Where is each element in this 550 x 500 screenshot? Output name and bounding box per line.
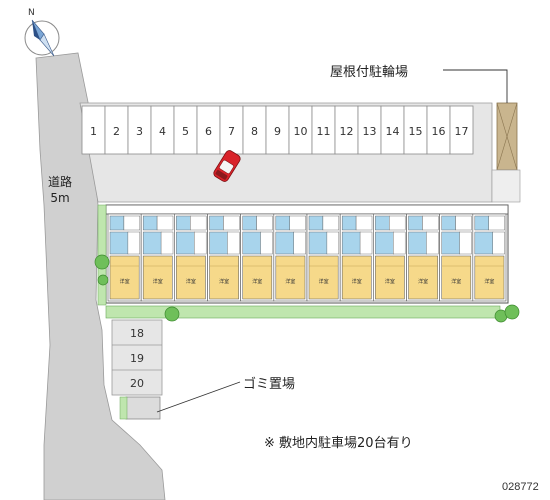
parking-slot-number: 10 <box>294 125 308 138</box>
room-label: 洋室 <box>186 278 196 285</box>
parking-slot-number: 11 <box>317 125 331 138</box>
parking-slot-number: 12 <box>340 125 354 138</box>
room-label: 洋室 <box>418 278 428 285</box>
parking-slot-number: 20 <box>130 377 144 390</box>
parking-slot-number: 18 <box>130 327 144 340</box>
compass-north-label: N <box>28 8 35 18</box>
parking-slot-number: 17 <box>455 125 469 138</box>
room-label: 洋室 <box>285 278 295 285</box>
parking-slot-number: 3 <box>136 125 143 138</box>
road-width: 5m <box>50 191 70 205</box>
parking-slot-number: 4 <box>159 125 166 138</box>
apartment-unit: 洋室 <box>273 213 308 302</box>
room-label: 洋室 <box>451 278 461 285</box>
apartment-unit: 洋室 <box>306 213 341 302</box>
apartment-unit: 洋室 <box>174 213 208 302</box>
parking-slot-number: 13 <box>363 125 377 138</box>
parking-slot-number: 15 <box>409 125 423 138</box>
bike-shelter-fence <box>491 169 521 203</box>
parking-slot-number: 9 <box>274 125 281 138</box>
parking-slot <box>449 105 474 155</box>
room-label: 洋室 <box>252 278 262 285</box>
room-label: 洋室 <box>153 278 163 285</box>
apartment-unit: 洋室 <box>406 213 440 302</box>
parking-slot-number: 5 <box>182 125 189 138</box>
compass-icon <box>24 19 60 57</box>
road-name: 道路 <box>48 175 73 189</box>
parking-note: ※ 敷地内駐車場20台有り <box>264 436 413 451</box>
apartment-unit: 洋室 <box>107 213 142 302</box>
room-label: 洋室 <box>219 278 229 285</box>
garbage-leader-line <box>156 381 241 413</box>
road-label: 道路 5m <box>48 174 72 206</box>
parking-slot-number: 2 <box>113 125 120 138</box>
car-icon <box>213 150 241 182</box>
parking-slot-number: 1 <box>90 125 97 138</box>
garbage-label: ゴミ置場 <box>243 377 296 392</box>
room-label: 洋室 <box>385 278 395 285</box>
shelter-leader-line <box>443 69 508 103</box>
parking-slot-number: 7 <box>228 125 235 138</box>
parking-slot-number: 19 <box>130 352 144 365</box>
parking-slots-side: 18 19 20 <box>111 319 163 396</box>
apartment-building: 洋室 洋室 洋室 洋室 洋室 洋室 洋室 洋室 洋室 洋室 洋室 洋室 <box>105 204 509 304</box>
trees <box>94 254 520 323</box>
apartment-unit: 洋室 <box>140 213 175 302</box>
property-code: 028772 <box>502 481 539 493</box>
apartment-unit: 洋室 <box>472 213 507 302</box>
apartment-unit: 洋室 <box>207 213 241 302</box>
apartment-unit: 洋室 <box>373 213 407 302</box>
apartment-unit: 洋室 <box>240 213 275 302</box>
garbage-area <box>125 396 161 420</box>
room-label: 洋室 <box>352 278 362 285</box>
parking-slot-number: 8 <box>251 125 258 138</box>
parking-slot-number: 6 <box>205 125 212 138</box>
room-label: 洋室 <box>319 278 329 285</box>
bike-shelter-label: 屋根付駐輪場 <box>330 65 409 80</box>
apartment-unit: 洋室 <box>439 213 474 302</box>
parking-slot-number: 16 <box>432 125 446 138</box>
room-label: 洋室 <box>120 278 130 285</box>
parking-slot-number: 14 <box>386 125 400 138</box>
apartment-unit: 洋室 <box>339 213 374 302</box>
room-label: 洋室 <box>484 278 494 285</box>
